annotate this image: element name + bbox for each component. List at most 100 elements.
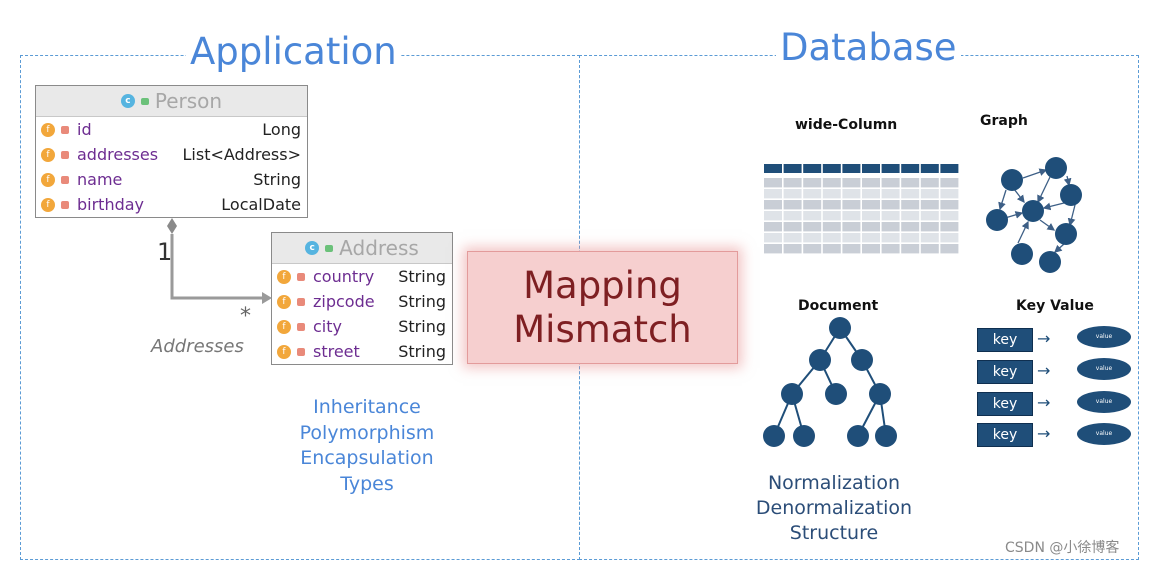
lock-icon bbox=[61, 200, 69, 209]
application-concepts: Inheritance Polymorphism Encapsulation T… bbox=[276, 395, 458, 497]
table-cell bbox=[940, 178, 959, 188]
table-cell bbox=[822, 222, 841, 232]
person-class-header: c Person bbox=[36, 86, 307, 117]
table-cell bbox=[783, 189, 802, 199]
field-icon: f bbox=[41, 122, 55, 137]
lock-icon bbox=[61, 150, 69, 159]
kv-value: value bbox=[1077, 423, 1131, 445]
table-cell bbox=[764, 211, 782, 221]
person-class-box: c Person f id Long f addresses List<Addr… bbox=[35, 85, 308, 218]
table-cell bbox=[822, 189, 841, 199]
table-cell bbox=[803, 189, 822, 199]
table-cell bbox=[803, 233, 822, 243]
field-name: name bbox=[77, 170, 123, 189]
table-cell bbox=[881, 178, 900, 188]
association-line bbox=[170, 234, 262, 300]
graph-network-icon bbox=[986, 157, 1082, 273]
table-cell bbox=[764, 222, 782, 232]
lock-icon bbox=[297, 297, 305, 306]
table-cell bbox=[783, 178, 802, 188]
table-cell bbox=[920, 178, 939, 188]
table-cell bbox=[783, 233, 802, 243]
visibility-open-icon bbox=[140, 97, 149, 105]
field-row: f id Long bbox=[36, 117, 307, 142]
address-class-name: Address bbox=[339, 236, 419, 260]
lock-icon bbox=[297, 322, 305, 331]
field-name: addresses bbox=[77, 145, 159, 164]
table-cell bbox=[920, 233, 939, 243]
table-cell bbox=[842, 244, 861, 254]
kv-arrow-icon: → bbox=[1037, 361, 1051, 380]
table-cell bbox=[920, 244, 939, 254]
table-cell bbox=[842, 178, 861, 188]
document-tree-icon bbox=[763, 317, 897, 447]
field-name: country bbox=[313, 267, 375, 286]
table-cell bbox=[920, 222, 939, 232]
kv-key: key bbox=[977, 392, 1033, 416]
table-cell bbox=[822, 233, 841, 243]
person-class-name: Person bbox=[154, 89, 223, 113]
table-cell bbox=[881, 200, 900, 210]
field-type: Long bbox=[262, 120, 301, 139]
field-row: f country String bbox=[272, 264, 452, 289]
table-cell bbox=[764, 233, 782, 243]
field-icon: f bbox=[41, 197, 55, 212]
table-cell bbox=[803, 244, 822, 254]
concept-item: Polymorphism bbox=[299, 421, 435, 444]
kv-key: key bbox=[977, 328, 1033, 352]
concept-item: Inheritance bbox=[313, 396, 421, 418]
concept-item: Normalization bbox=[767, 472, 901, 494]
field-name: birthday bbox=[77, 195, 145, 214]
table-cell bbox=[842, 211, 861, 221]
lock-icon bbox=[297, 347, 305, 356]
field-type: List<Address> bbox=[182, 145, 302, 164]
table-cell bbox=[764, 178, 782, 188]
table-cell bbox=[901, 200, 920, 210]
table-header-cell bbox=[881, 164, 900, 173]
field-icon: f bbox=[41, 172, 55, 187]
field-row: f addresses List<Address> bbox=[36, 142, 307, 167]
field-row: f street String bbox=[272, 339, 452, 364]
table-cell bbox=[940, 211, 959, 221]
address-class-box: c Address f country String f zipcode Str… bbox=[271, 232, 453, 365]
table-cell bbox=[842, 222, 861, 232]
kv-value: value bbox=[1077, 326, 1131, 348]
table-cell bbox=[783, 200, 802, 210]
table-header-cell bbox=[862, 164, 880, 173]
table-cell bbox=[881, 233, 900, 243]
concept-item: Types bbox=[340, 472, 394, 495]
wide-column-table-icon bbox=[764, 164, 959, 254]
table-cell bbox=[940, 200, 959, 210]
table-cell bbox=[881, 244, 900, 254]
table-cell bbox=[920, 211, 939, 221]
field-type: LocalDate bbox=[221, 195, 301, 214]
table-header-cell bbox=[764, 164, 782, 173]
composition-diamond-icon bbox=[167, 218, 177, 234]
table-cell bbox=[803, 200, 822, 210]
field-type: String bbox=[398, 292, 446, 311]
table-cell bbox=[901, 233, 920, 243]
table-cell bbox=[940, 189, 959, 199]
database-title: Database bbox=[776, 28, 961, 68]
table-cell bbox=[940, 244, 959, 254]
multiplicity-many: * bbox=[240, 304, 251, 329]
key-value-label: Key Value bbox=[1016, 298, 1094, 314]
kv-arrow-icon: → bbox=[1037, 424, 1051, 443]
mapping-mismatch-box: Mapping Mismatch bbox=[467, 251, 738, 364]
kv-arrow-icon: → bbox=[1037, 393, 1051, 412]
table-header-cell bbox=[822, 164, 841, 173]
table-cell bbox=[901, 211, 920, 221]
graph-label: Graph bbox=[980, 113, 1028, 129]
table-cell bbox=[822, 200, 841, 210]
application-title: Application bbox=[186, 32, 401, 72]
table-cell bbox=[901, 178, 920, 188]
lock-icon bbox=[61, 125, 69, 134]
field-type: String bbox=[398, 267, 446, 286]
table-cell bbox=[803, 178, 822, 188]
kv-key: key bbox=[977, 360, 1033, 384]
table-cell bbox=[783, 222, 802, 232]
table-cell bbox=[862, 233, 880, 243]
table-header-cell bbox=[783, 164, 802, 173]
lock-icon bbox=[297, 272, 305, 281]
kv-key: key bbox=[977, 423, 1033, 447]
